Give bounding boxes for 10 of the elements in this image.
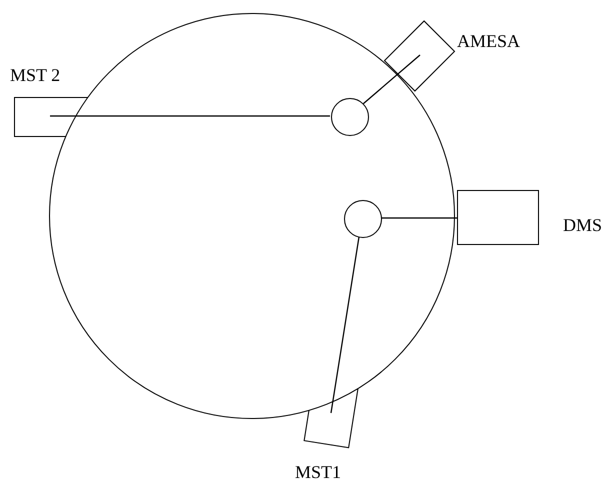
part-label: DMS — [563, 216, 602, 234]
connector-line — [50, 115, 330, 117]
connector-line — [363, 54, 420, 104]
part-label: AMESA — [457, 32, 520, 50]
part-label: MST1 — [295, 463, 342, 481]
part-label: MST 2 — [10, 66, 60, 84]
connector-line — [330, 236, 360, 414]
circle-shape — [344, 200, 382, 238]
connector-line — [381, 217, 457, 219]
circle-shape — [331, 98, 369, 136]
